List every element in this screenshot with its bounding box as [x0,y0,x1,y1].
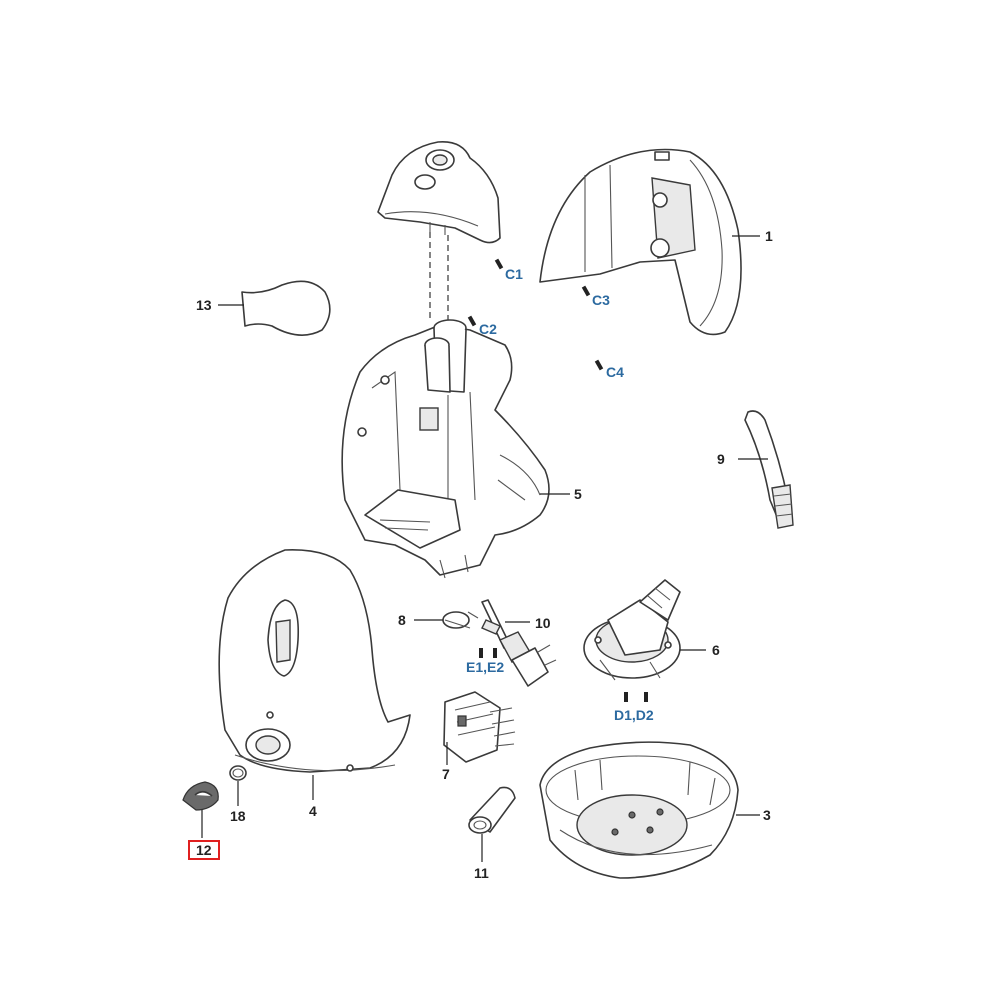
part-label-18: 18 [230,808,246,824]
part-label-12-highlighted: 12 [188,840,220,860]
part-label-6: 6 [712,642,720,658]
screw-c1 [494,258,504,270]
screw-label-d1-d2: D1,D2 [614,707,654,723]
part-label-5: 5 [574,486,582,502]
part-label-1: 1 [765,228,773,244]
screw-e2 [493,648,497,658]
part-label-9: 9 [717,451,725,467]
part-label-7: 7 [442,766,450,782]
screw-label-c4: C4 [606,364,624,380]
tube-part [468,786,516,834]
power-cord-part [481,599,557,687]
circuit-board-part [443,691,516,763]
screw-e1 [479,648,483,658]
part-label-13: 13 [196,297,212,313]
clip-part [442,611,479,629]
part-label-3: 3 [763,807,771,823]
main-body-frame-part [341,319,550,579]
screw-label-c1: C1 [505,266,523,282]
part-label-10: 10 [535,615,551,631]
screw-c2 [467,315,477,327]
screw-d2 [644,692,648,702]
base-part [539,741,739,879]
screw-c4 [594,359,604,371]
rear-shell-part [539,148,742,336]
part-label-8: 8 [398,612,406,628]
motor-assembly-part [583,579,681,681]
top-cap-part [377,141,501,244]
screw-d1 [624,692,628,702]
part-label-11: 11 [474,865,489,881]
screw-label-c3: C3 [592,292,610,308]
part-label-4: 4 [309,803,317,819]
screw-c3 [581,285,591,297]
screw-label-c2: C2 [479,321,497,337]
hose-part [744,410,794,529]
screw-label-e1-e2: E1,E2 [466,659,505,675]
o-ring-part [229,765,247,781]
front-cover-part [218,549,411,773]
pad-part [241,280,331,336]
knob-part [182,781,219,811]
